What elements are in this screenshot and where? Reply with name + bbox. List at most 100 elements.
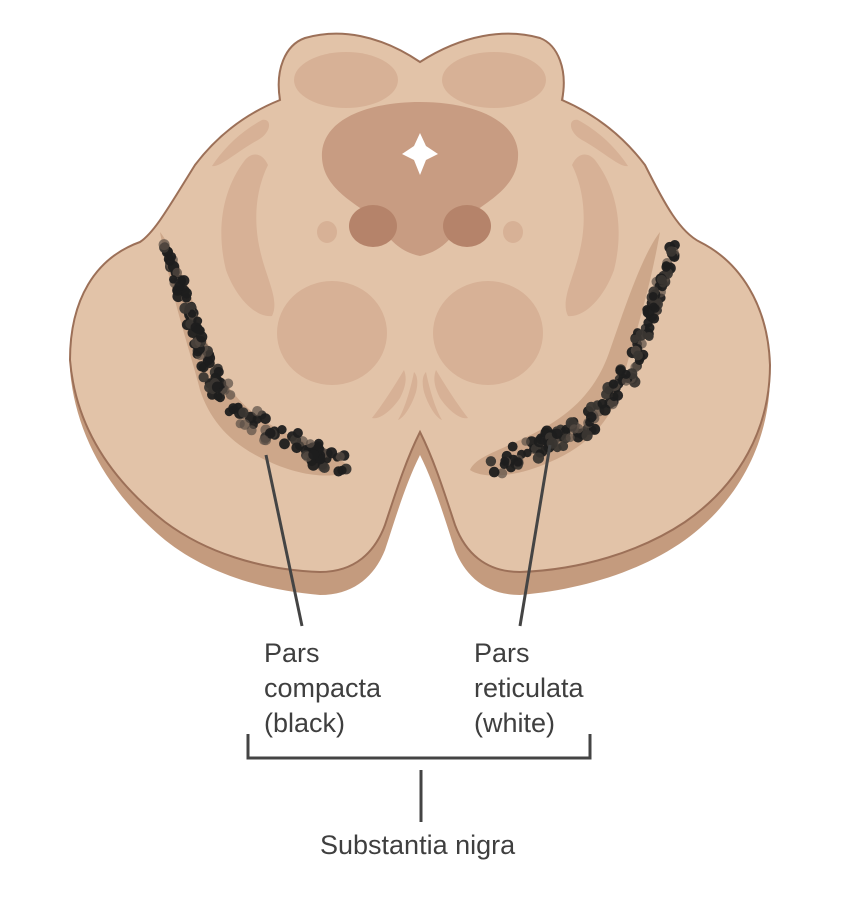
interpeduncular-fibers-mid-left xyxy=(398,372,418,420)
pars-compacta-label: Pars compacta (black) xyxy=(264,636,381,741)
neuron-dot xyxy=(279,438,290,450)
right-red-nucleus xyxy=(433,281,543,385)
neuron-dot xyxy=(181,288,192,299)
neuron-dot xyxy=(485,456,497,467)
neuron-dot xyxy=(337,465,347,475)
right-oculomotor-nucleus xyxy=(443,205,491,247)
pars-compacta-neurons-right xyxy=(485,240,680,479)
neuron-dot xyxy=(565,433,575,443)
pars-reticulata-leader-line xyxy=(518,444,552,627)
neuron-dot xyxy=(488,466,500,478)
pars-reticulata-label-line-2: reticulata xyxy=(474,673,584,703)
pars-compacta-label-line-2: compacta xyxy=(264,673,382,703)
neuron-dot xyxy=(172,267,182,278)
neuron-dot xyxy=(177,276,186,285)
left-colliculus xyxy=(294,52,398,108)
neuron-dot xyxy=(169,275,178,284)
neuron-dot xyxy=(581,429,593,442)
neuron-dot xyxy=(265,428,276,439)
neuron-dot xyxy=(179,302,191,314)
neuron-dot xyxy=(551,428,563,440)
neuron-dot xyxy=(260,413,271,424)
neuron-dot xyxy=(196,361,207,372)
neuron-dot xyxy=(165,255,175,266)
neuron-dot xyxy=(635,329,647,341)
neuron-dot xyxy=(305,439,315,448)
right-small-nucleus xyxy=(503,221,523,243)
neuron-dot xyxy=(277,425,287,435)
neuron-dot xyxy=(599,404,611,416)
pars-compacta-neurons-left xyxy=(158,239,352,477)
neuron-dot xyxy=(196,331,208,343)
neuron-dot xyxy=(497,468,508,479)
left-small-nucleus xyxy=(317,221,337,243)
neuron-dot xyxy=(648,292,658,301)
neuron-dot xyxy=(608,379,619,389)
pars-reticulata-label-line-1: Pars xyxy=(474,638,530,668)
neuron-dot xyxy=(213,391,223,401)
interpeduncular-fibers-left xyxy=(372,370,406,419)
neuron-dot xyxy=(513,457,523,467)
neuron-dot xyxy=(319,462,330,474)
left-red-nucleus xyxy=(277,281,387,385)
neuron-dot xyxy=(621,376,631,386)
interpeduncular-fibers-right xyxy=(434,370,468,419)
neuron-dot xyxy=(308,449,320,460)
neuron-dot xyxy=(532,452,545,464)
neuron-dot xyxy=(158,239,170,251)
neuron-dot xyxy=(224,407,234,417)
neuron-dot xyxy=(187,309,197,318)
right-lateral-tract xyxy=(565,154,619,317)
neuron-dot xyxy=(213,366,224,377)
neuron-dot xyxy=(238,407,249,418)
neuron-dot xyxy=(252,414,262,424)
pars-compacta-leader-line xyxy=(264,454,304,627)
neuron-dot xyxy=(523,448,532,458)
neuron-dot xyxy=(612,390,624,401)
periaqueductal-gray xyxy=(321,102,519,256)
neuron-dot xyxy=(198,372,209,383)
neuron-dot xyxy=(586,411,597,423)
neuron-dot xyxy=(656,274,667,285)
neuron-dot xyxy=(193,316,203,326)
pars-reticulata-label: Pars reticulata (white) xyxy=(474,636,584,741)
neuron-dot xyxy=(586,401,597,413)
neuron-dot xyxy=(533,436,545,448)
neuron-dot xyxy=(661,262,671,272)
neuron-dot xyxy=(569,424,579,434)
substantia-nigra-bracket xyxy=(246,734,592,760)
right-colliculus xyxy=(442,52,546,108)
neuron-dot xyxy=(521,437,530,446)
neuron-dot xyxy=(606,398,618,410)
pars-compacta-label-line-1: Pars xyxy=(264,638,320,668)
neuron-dot xyxy=(500,456,510,466)
neuron-dot xyxy=(252,406,263,417)
neuron-dot xyxy=(621,369,631,379)
neuron-dot xyxy=(225,390,236,400)
neuron-dot xyxy=(204,358,215,369)
neuron-dot xyxy=(633,350,643,361)
neuron-dot xyxy=(211,381,224,393)
right-outer-tract xyxy=(570,119,628,167)
neuron-dot xyxy=(666,246,677,257)
neuron-dot xyxy=(326,447,338,459)
substantia-nigra-label: Substantia nigra xyxy=(320,830,516,860)
cerebral-aqueduct xyxy=(402,133,438,175)
left-oculomotor-nucleus xyxy=(349,205,397,247)
neuron-dot xyxy=(292,428,303,438)
left-lateral-tract xyxy=(221,154,275,317)
neuron-dot xyxy=(291,442,303,454)
neuron-dot xyxy=(651,304,660,313)
neuron-dot xyxy=(259,435,270,446)
interpeduncular-fibers-mid-right xyxy=(422,372,442,420)
pars-reticulata-label-line-3: (white) xyxy=(474,708,556,738)
neuron-dot xyxy=(644,332,654,341)
neuron-dot xyxy=(335,451,345,462)
neuron-dot xyxy=(235,419,245,429)
neuron-dot xyxy=(223,378,234,389)
neuron-dot xyxy=(246,425,257,436)
left-outer-tract xyxy=(212,119,270,167)
pars-compacta-label-line-3: (black) xyxy=(264,708,346,738)
neuron-dot xyxy=(507,441,518,452)
